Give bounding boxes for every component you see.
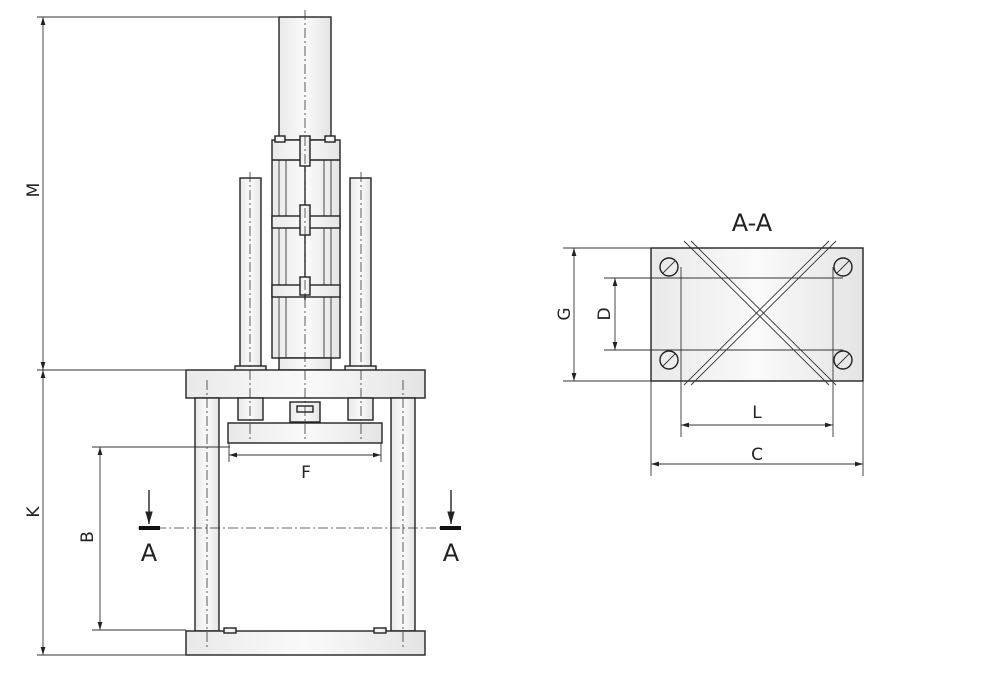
dim-label-b: B <box>78 531 98 543</box>
dim-label-l: L <box>752 403 762 423</box>
dim-label-m: M <box>24 183 44 198</box>
guide-frame <box>271 135 341 371</box>
base-plate <box>185 630 426 656</box>
dim-label-g: G <box>555 307 575 320</box>
front-dimensions: M K B F A A <box>24 16 462 656</box>
right-pillar <box>349 177 372 369</box>
dim-label-k: K <box>24 506 44 518</box>
cross-braces <box>683 240 837 386</box>
dim-label-c: C <box>751 445 763 465</box>
bolt-holes <box>659 257 853 370</box>
dim-label-f: F <box>301 463 311 483</box>
dim-label-d: D <box>595 307 615 320</box>
section-view: A-A G D L C <box>555 209 864 476</box>
left-pillar <box>239 177 262 369</box>
section-plate <box>650 247 864 382</box>
section-title: A-A <box>732 209 773 237</box>
section-mark-left: A <box>141 539 158 567</box>
top-plate <box>185 369 426 399</box>
front-view <box>185 10 426 656</box>
section-mark-right: A <box>443 539 460 567</box>
